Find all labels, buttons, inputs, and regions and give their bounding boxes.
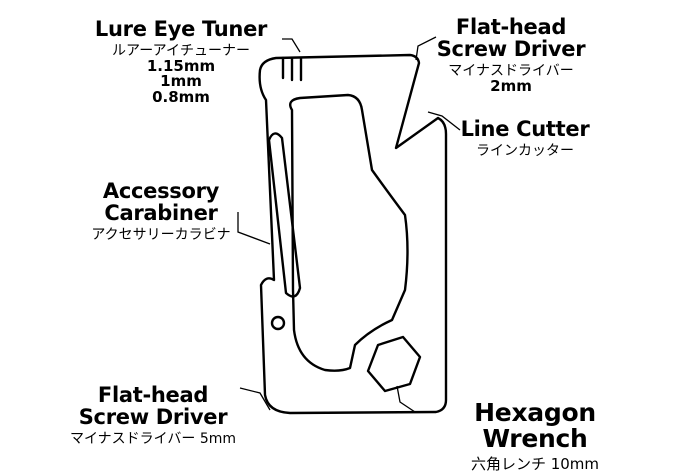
hexagon-wrench-shape — [366, 335, 422, 393]
tool-body-outline — [258, 53, 448, 415]
flat-head-bottom-line1: Flat-head — [97, 383, 209, 407]
label-lure-eye-tuner: Lure Eye Tuner ルアーアイチューナー 1.15mm 1mm 0.8… — [86, 18, 276, 106]
flat-head-top-line2: Screw Driver — [436, 37, 586, 62]
flat-head-top-subtitle: マイナスドライバー — [448, 63, 574, 80]
label-accessory-carabiner: Accessory Carabiner アクセサリーカラビナ — [80, 180, 242, 243]
label-flat-head-top: Flat-head Screw Driver マイナスドライバー 2mm — [436, 16, 586, 95]
flat-head-bottom-line2: Screw Driver — [78, 405, 228, 430]
hex-wrench-subtitle: 六角レンチ 10mm — [470, 454, 600, 473]
leader-flat-head-bottom — [239, 387, 271, 411]
lure-eye-notches — [281, 56, 303, 82]
lure-eye-subtitle: ルアーアイチューナー — [112, 43, 250, 60]
flat-head-top-size: 2mm — [490, 76, 532, 95]
label-flat-head-bottom: Flat-head Screw Driver マイナスドライバー 5mm — [68, 384, 238, 447]
lure-eye-size-2: 1mm — [160, 72, 202, 91]
carabiner-subtitle: アクセサリーカラビナ — [91, 227, 231, 244]
leader-carabiner — [237, 212, 271, 245]
lure-eye-size-1: 1.15mm — [146, 56, 216, 75]
line-cutter-title: Line Cutter — [460, 117, 590, 141]
leader-line-cutter — [427, 111, 461, 131]
leader-lure-eye — [282, 38, 301, 53]
label-line-cutter: Line Cutter ラインカッター — [454, 118, 596, 159]
leader-hex-wrench — [396, 385, 416, 413]
label-hexagon-wrench: Hexagon Wrench 六角レンチ 10mm — [420, 398, 650, 473]
lure-eye-title: Lure Eye Tuner — [94, 17, 268, 41]
flat-head-bottom-subtitle: マイナスドライバー 5mm — [69, 431, 237, 448]
carabiner-bar — [267, 132, 302, 298]
carabiner-line1: Accessory — [102, 179, 220, 203]
carabiner-hole — [270, 315, 286, 331]
carabiner-line2: Carabiner — [104, 201, 218, 226]
flat-head-top-line1: Flat-head — [455, 15, 567, 39]
lure-eye-size-3: 0.8mm — [152, 88, 210, 107]
line-cutter-subtitle: ラインカッター — [476, 143, 574, 160]
leader-flat-head-top — [415, 36, 437, 61]
hex-wrench-title: Hexagon Wrench — [474, 398, 596, 454]
tool-inner-cutout — [289, 93, 409, 372]
